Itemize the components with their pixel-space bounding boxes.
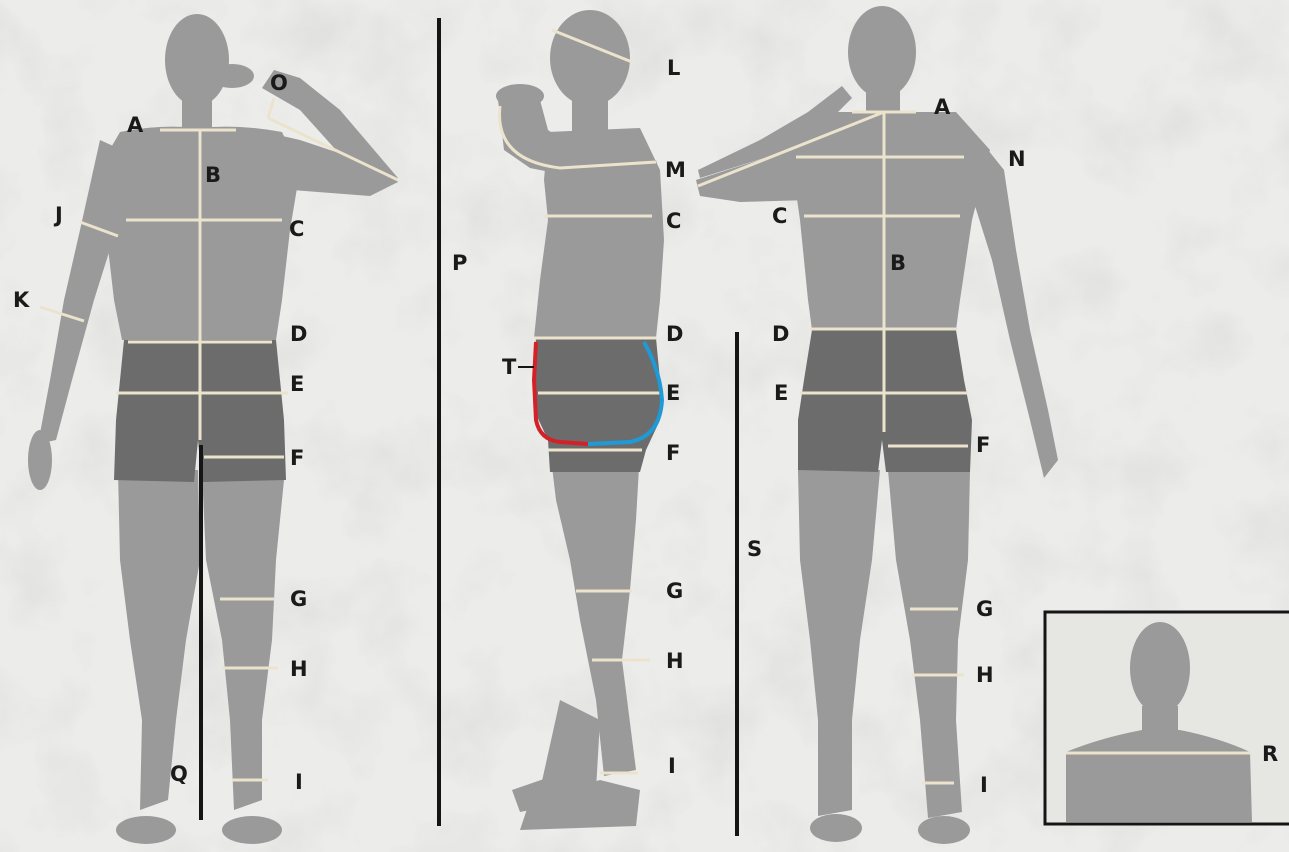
label-a-back: A — [934, 95, 951, 119]
label-c-side: C — [666, 209, 681, 233]
label-f-back: F — [976, 433, 990, 457]
label-i-back: I — [980, 773, 988, 797]
label-f: F — [290, 446, 304, 470]
label-h: H — [290, 657, 308, 681]
label-f-side: F — [666, 441, 680, 465]
label-g-side: G — [666, 579, 683, 603]
label-p: P — [452, 251, 467, 275]
label-e-back: E — [774, 381, 788, 405]
inset-panel: R — [1045, 612, 1289, 824]
label-r: R — [1262, 742, 1278, 766]
label-s: S — [747, 537, 762, 561]
label-i-side: I — [668, 754, 676, 778]
label-d: D — [290, 322, 307, 346]
label-l: L — [667, 56, 680, 80]
label-m: M — [665, 158, 686, 182]
label-q: Q — [170, 762, 188, 786]
label-c: C — [289, 217, 304, 241]
label-h-back: H — [976, 663, 994, 687]
label-a: A — [127, 113, 144, 137]
label-h-side: H — [666, 649, 684, 673]
label-e: E — [290, 372, 304, 396]
label-c-back: C — [772, 204, 787, 228]
label-n: N — [1008, 147, 1026, 171]
label-e-side: E — [666, 381, 680, 405]
label-t: T — [502, 355, 517, 379]
label-d-side: D — [666, 322, 683, 346]
label-b-back: B — [890, 251, 906, 275]
label-k: K — [13, 288, 30, 312]
label-j: J — [53, 203, 63, 227]
label-o: O — [270, 71, 288, 95]
label-b: B — [205, 163, 221, 187]
label-g: G — [290, 587, 307, 611]
label-g-back: G — [976, 597, 993, 621]
label-d-back: D — [772, 322, 789, 346]
label-i: I — [295, 770, 303, 794]
